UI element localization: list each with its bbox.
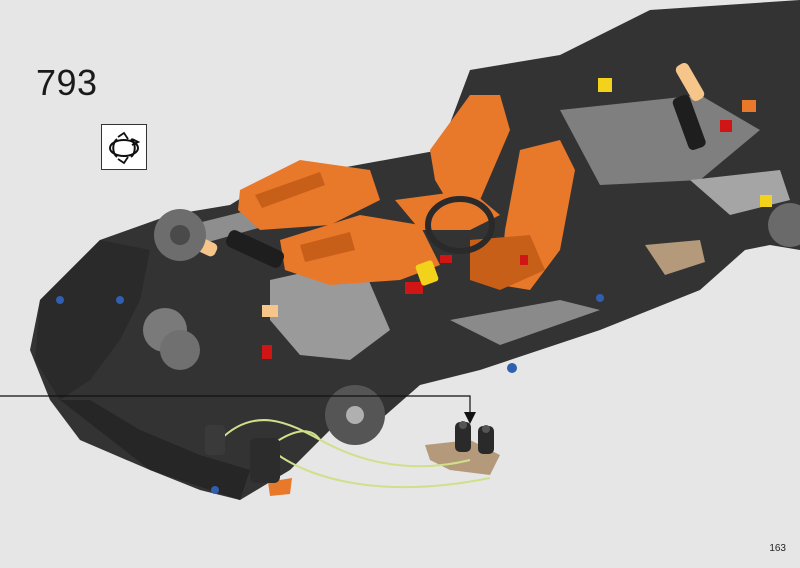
callout-line	[0, 395, 471, 418]
left-seat-seam-2	[255, 172, 325, 208]
blue-pin	[507, 363, 517, 373]
red-pin	[440, 255, 452, 263]
left-seat-seam	[300, 232, 355, 262]
front-wheel-hub-center	[170, 225, 190, 245]
orange-connector	[742, 100, 756, 112]
blue-pin	[56, 296, 64, 304]
front-left-panel	[35, 240, 150, 400]
left-seat-back	[238, 160, 380, 230]
front-shock-spring	[225, 230, 285, 268]
brake-disc-2	[160, 330, 200, 370]
rear-frame	[560, 95, 760, 185]
frame-suspension-arm	[270, 260, 390, 360]
rear-shock-cap	[675, 63, 705, 101]
blue-pin	[116, 296, 124, 304]
tan-connector	[262, 305, 278, 317]
rotate-model-icon	[109, 131, 141, 165]
yellow-axle	[415, 260, 439, 286]
passenger-seat-cushion	[470, 235, 545, 290]
sub-assembly-peg-right	[478, 426, 494, 454]
pneumatic-hose	[219, 419, 471, 468]
yellow-connector	[598, 78, 612, 92]
sub-assembly-peg-left	[455, 422, 471, 452]
sub-assembly-peg-top	[482, 425, 490, 433]
red-pin	[720, 120, 732, 132]
pneumatic-fitting	[205, 425, 225, 455]
rear-shock-spring	[672, 94, 706, 150]
front-lower-panel	[60, 400, 250, 500]
left-seat-cushion	[280, 215, 440, 285]
red-pin	[520, 255, 528, 265]
pneumatic-valve	[250, 438, 280, 483]
red-pin	[405, 282, 423, 294]
page-number: 163	[769, 543, 786, 554]
frame-beam-middle	[450, 300, 600, 345]
sub-assembly-peg-top	[459, 421, 467, 429]
rear-wheel-hub	[768, 203, 800, 247]
front-brake-disc-center	[346, 406, 364, 424]
tan-panel-rear	[645, 240, 705, 275]
rotate-model-callout	[101, 124, 147, 170]
blue-pin	[211, 486, 219, 494]
red-pin	[262, 345, 272, 359]
yellow-connector	[760, 195, 772, 207]
step-number: 793	[36, 62, 98, 103]
sub-assembly	[425, 421, 500, 475]
blue-pin	[596, 294, 604, 302]
callout-arrow	[464, 412, 476, 424]
steering-wheel	[425, 196, 495, 254]
right-seat-back	[430, 95, 510, 205]
